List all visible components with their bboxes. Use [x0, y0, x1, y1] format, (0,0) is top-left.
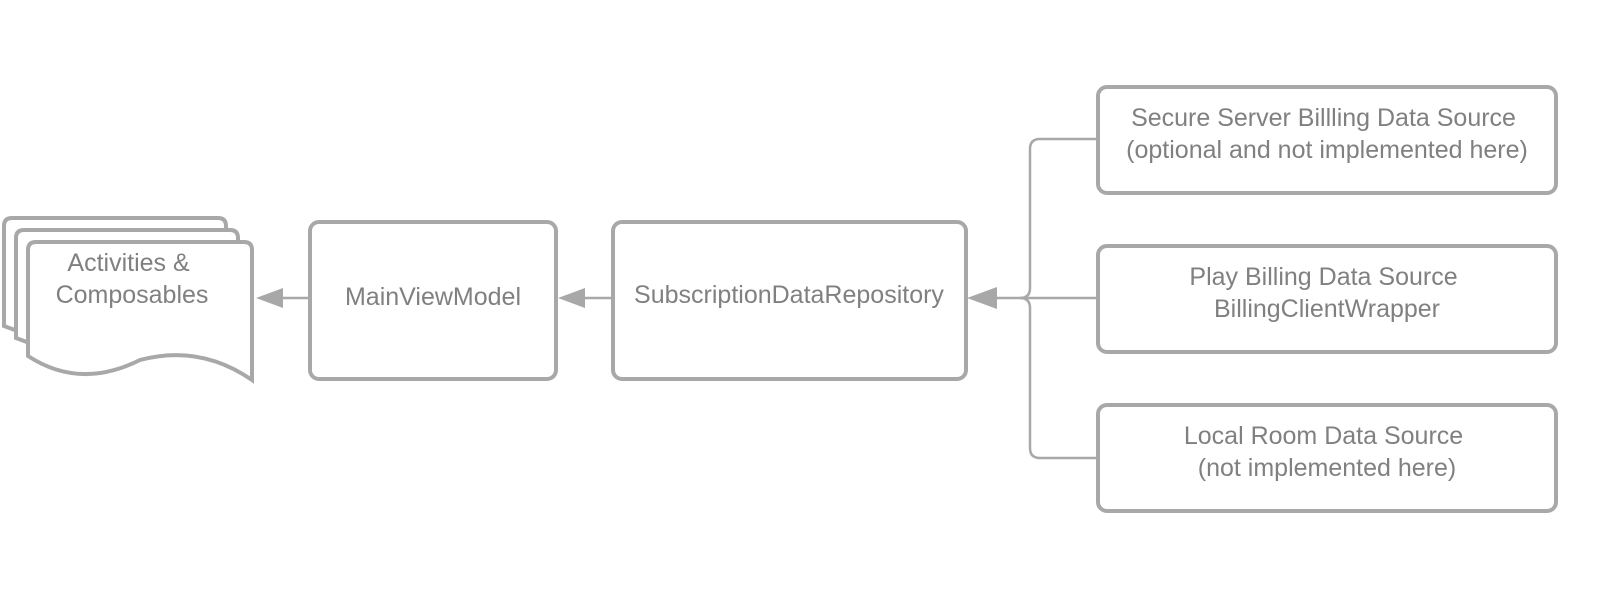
- node-play-billing-label: Play Billing Data Source BillingClientWr…: [1189, 263, 1464, 323]
- node-secure-server-label-line-2: (optional and not implemented here): [1126, 136, 1528, 164]
- node-repository-label-line-1: SubscriptionDataRepository: [634, 281, 944, 309]
- node-local-room-label-line-1: Local Room Data Source: [1184, 422, 1463, 450]
- node-repository: SubscriptionDataRepository: [611, 220, 968, 381]
- document-stack-front: [26, 240, 254, 384]
- node-repository-label: SubscriptionDataRepository: [634, 281, 944, 309]
- node-secure-server-label-line-1: Secure Server Billling Data Source: [1131, 104, 1516, 132]
- node-local-room-label-line-2: (not implemented here): [1198, 454, 1456, 482]
- node-local-room-label: Local Room Data Source (not implemented …: [1184, 422, 1470, 482]
- node-secure-server-box: [1096, 85, 1558, 195]
- arrowhead-activities: [256, 288, 283, 308]
- node-viewmodel: MainViewModel: [308, 220, 558, 381]
- node-local-room: Local Room Data Source (not implemented …: [1096, 403, 1558, 513]
- node-local-room-box: [1096, 403, 1558, 513]
- edge-local-room-to-repository: [1019, 296, 1098, 460]
- node-secure-server: Secure Server Billling Data Source (opti…: [1096, 85, 1558, 195]
- node-repository-box: [611, 220, 968, 381]
- node-viewmodel-label-line-1: MainViewModel: [345, 283, 521, 311]
- node-play-billing-box: [1096, 244, 1558, 354]
- node-play-billing-label-line-1: Play Billing Data Source: [1189, 263, 1457, 291]
- node-secure-server-label: Secure Server Billling Data Source (opti…: [1126, 104, 1528, 164]
- node-play-billing-label-line-2: BillingClientWrapper: [1214, 295, 1440, 323]
- arrowhead-viewmodel: [558, 288, 585, 308]
- edges: [256, 137, 1098, 460]
- node-activities-label-line-2: Composables: [56, 281, 209, 309]
- node-activities: Activities & Composables: [2, 216, 254, 384]
- node-play-billing: Play Billing Data Source BillingClientWr…: [1096, 244, 1558, 354]
- edge-secure-server-to-repository: [1019, 137, 1098, 300]
- arrowhead-repository: [967, 287, 997, 309]
- node-viewmodel-box: [308, 220, 558, 381]
- node-activities-label-line-1: Activities &: [67, 249, 190, 277]
- node-viewmodel-label: MainViewModel: [345, 283, 521, 311]
- node-activities-label: Activities & Composables: [56, 249, 209, 309]
